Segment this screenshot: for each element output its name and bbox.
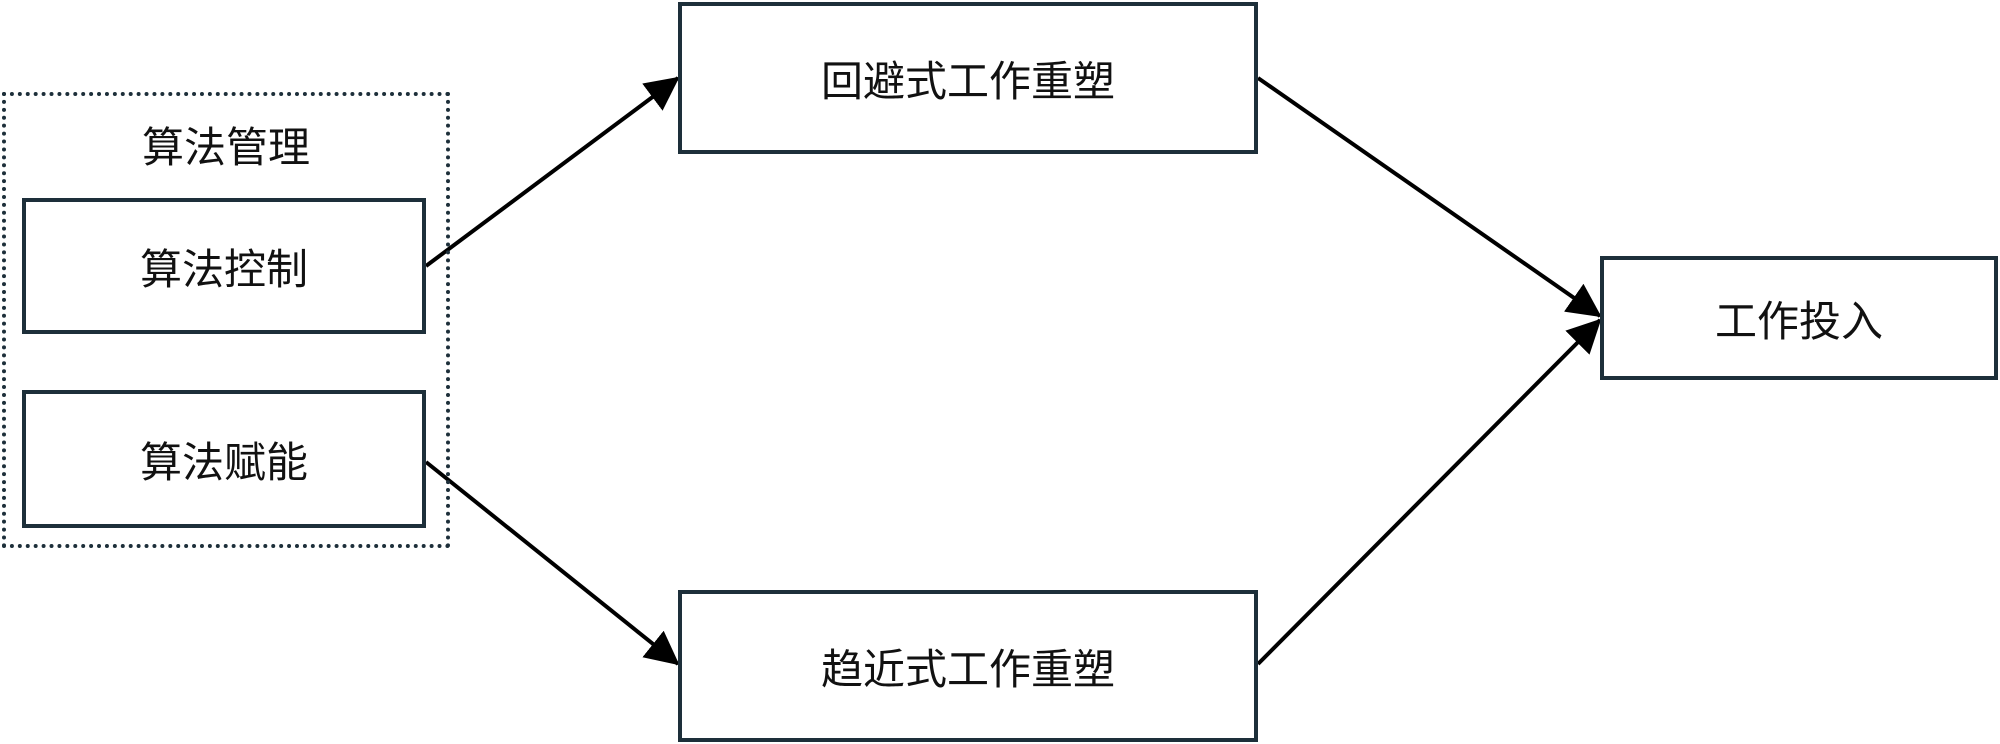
- algorithm-empowerment-label: 算法赋能: [139, 437, 308, 487]
- algorithm-control-node: 算法控制: [22, 198, 426, 334]
- edge-control-to-avoidance: [424, 76, 680, 268]
- edge-avoidance-to-engagement: [1256, 76, 1602, 318]
- work-engagement-node: 工作投入: [1600, 256, 1998, 380]
- approach-job-crafting-label: 趋近式工作重塑: [820, 644, 1115, 694]
- algorithm-empowerment-node: 算法赋能: [22, 390, 426, 528]
- approach-job-crafting-node: 趋近式工作重塑: [678, 590, 1258, 742]
- avoidance-job-crafting-label: 回避式工作重塑: [820, 56, 1115, 106]
- avoidance-job-crafting-node: 回避式工作重塑: [678, 2, 1258, 154]
- edge-empowerment-to-approach: [424, 460, 680, 666]
- work-engagement-label: 工作投入: [1714, 296, 1883, 346]
- algorithm-control-label: 算法控制: [139, 244, 308, 294]
- algorithmic-management-group: [2, 92, 450, 548]
- edge-approach-to-engagement: [1256, 318, 1602, 666]
- algorithmic-management-label: 算法管理: [141, 123, 310, 172]
